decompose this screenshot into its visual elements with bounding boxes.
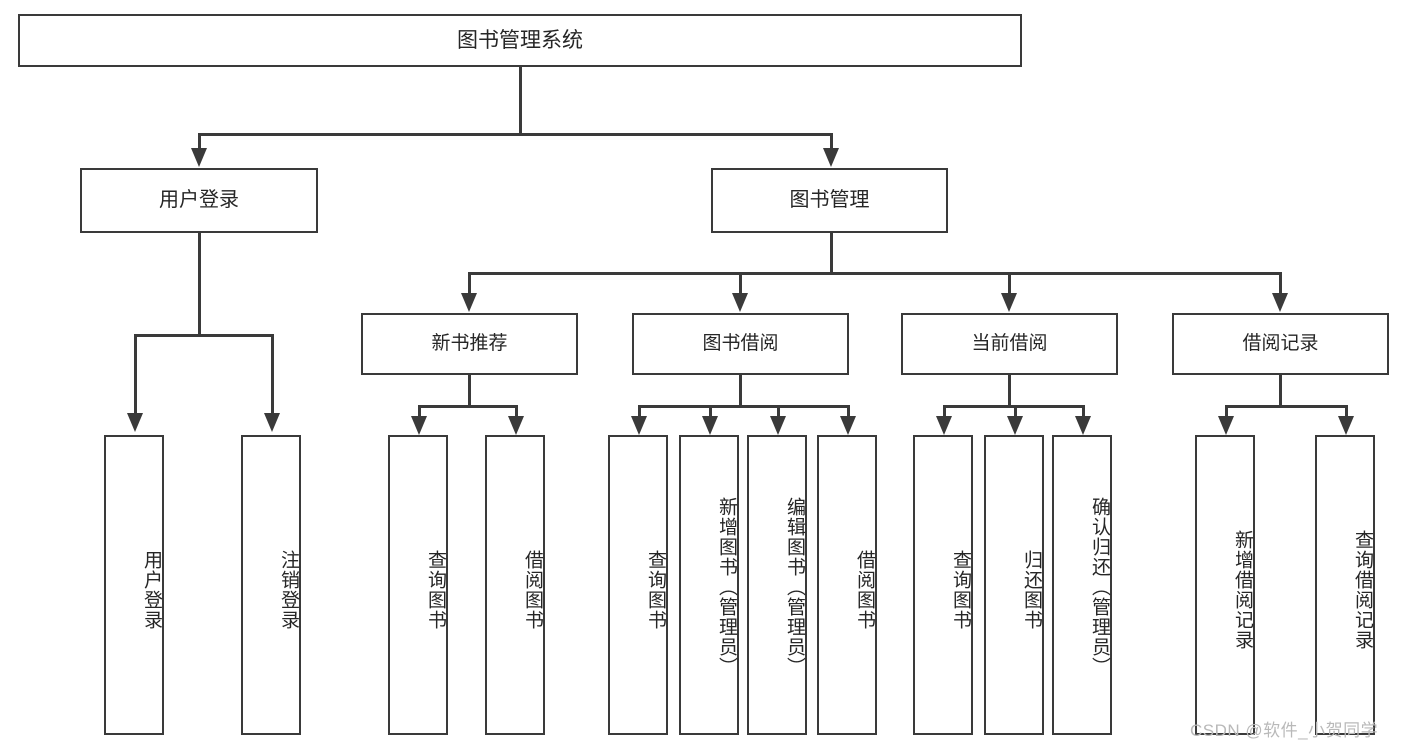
connector-root-to-book-mgmt xyxy=(830,133,833,151)
leaf-query-books-borrow[interactable]: 查询图书 xyxy=(608,435,668,735)
connector-borrow-leaf4 xyxy=(847,405,850,419)
node-new-book-recommend[interactable]: 新书推荐 xyxy=(361,313,578,375)
connector-new-books-bus xyxy=(418,405,517,408)
connector-book-mgmt-to-new-books xyxy=(468,272,471,296)
arrow-current-leaf1 xyxy=(936,416,952,435)
connector-book-mgmt-to-records xyxy=(1279,272,1282,296)
connector-user-login-stem xyxy=(198,233,201,334)
connector-current-bus xyxy=(943,405,1082,408)
leaf-user-login[interactable]: 用户登录 xyxy=(104,435,164,735)
connector-current-stem xyxy=(1008,375,1011,405)
connector-new-books-stem xyxy=(468,375,471,405)
arrow-borrow-leaf3 xyxy=(770,416,786,435)
watermark-csdn: CSDN @软件_小贺同学 xyxy=(1190,721,1379,740)
connector-borrow-leaf3 xyxy=(777,405,780,419)
arrow-new-books-leaf2 xyxy=(508,416,524,435)
connector-root-to-user-login xyxy=(198,133,201,151)
connector-user-login-to-leaf1 xyxy=(134,334,137,416)
arrow-book-mgmt-to-records xyxy=(1272,293,1288,312)
arrow-records-leaf2 xyxy=(1338,416,1354,435)
arrow-book-mgmt-to-borrow xyxy=(732,293,748,312)
connector-records-stem xyxy=(1279,375,1282,405)
connector-records-leaf1 xyxy=(1225,405,1228,419)
arrow-records-leaf1 xyxy=(1218,416,1234,435)
connector-current-leaf3 xyxy=(1082,405,1085,419)
connector-borrow-leaf2 xyxy=(709,405,712,419)
node-book-management[interactable]: 图书管理 xyxy=(711,168,948,233)
arrow-borrow-leaf1 xyxy=(631,416,647,435)
connector-root-stem xyxy=(519,67,522,133)
leaf-query-books-new[interactable]: 查询图书 xyxy=(388,435,448,735)
connector-user-login-bus xyxy=(134,334,273,337)
node-user-login[interactable]: 用户登录 xyxy=(80,168,318,233)
leaf-confirm-return-admin[interactable]: 确认归还（管理员） xyxy=(1052,435,1112,735)
leaf-user-logout[interactable]: 注销登录 xyxy=(241,435,301,735)
leaf-borrow-books[interactable]: 借阅图书 xyxy=(817,435,877,735)
connector-new-books-leaf1 xyxy=(418,405,421,419)
leaf-query-borrow-record[interactable]: 查询借阅记录 xyxy=(1315,435,1375,735)
arrow-borrow-leaf4 xyxy=(840,416,856,435)
connector-current-leaf1 xyxy=(943,405,946,419)
arrow-new-books-leaf1 xyxy=(411,416,427,435)
leaf-add-borrow-record[interactable]: 新增借阅记录 xyxy=(1195,435,1255,735)
connector-user-login-to-leaf2 xyxy=(271,334,274,416)
leaf-query-books-current[interactable]: 查询图书 xyxy=(913,435,973,735)
connector-new-books-leaf2 xyxy=(515,405,518,419)
arrow-book-mgmt-to-current xyxy=(1001,293,1017,312)
leaf-return-books[interactable]: 归还图书 xyxy=(984,435,1044,735)
connector-book-mgmt-bus xyxy=(468,272,1280,275)
node-borrow-records[interactable]: 借阅记录 xyxy=(1172,313,1389,375)
arrow-user-login-to-leaf2 xyxy=(264,413,280,432)
arrow-book-mgmt-to-new-books xyxy=(461,293,477,312)
leaf-edit-book-admin[interactable]: 编辑图书（管理员） xyxy=(747,435,807,735)
connector-borrow-stem xyxy=(739,375,742,405)
arrow-root-to-user-login xyxy=(191,148,207,167)
connector-records-bus xyxy=(1225,405,1345,408)
leaf-borrow-books-new[interactable]: 借阅图书 xyxy=(485,435,545,735)
connector-root-bus xyxy=(198,133,832,136)
arrow-current-leaf2 xyxy=(1007,416,1023,435)
arrow-user-login-to-leaf1 xyxy=(127,413,143,432)
connector-borrow-bus xyxy=(638,405,847,408)
node-book-borrow[interactable]: 图书借阅 xyxy=(632,313,849,375)
arrow-current-leaf3 xyxy=(1075,416,1091,435)
connector-book-mgmt-to-borrow xyxy=(739,272,742,296)
leaf-add-book-admin[interactable]: 新增图书（管理员） xyxy=(679,435,739,735)
node-root-system[interactable]: 图书管理系统 xyxy=(18,14,1022,67)
connector-borrow-leaf1 xyxy=(638,405,641,419)
node-current-borrow[interactable]: 当前借阅 xyxy=(901,313,1118,375)
arrow-root-to-book-mgmt xyxy=(823,148,839,167)
connector-book-mgmt-stem xyxy=(830,233,833,272)
connector-current-leaf2 xyxy=(1014,405,1017,419)
connector-book-mgmt-to-current xyxy=(1008,272,1011,296)
connector-records-leaf2 xyxy=(1345,405,1348,419)
arrow-borrow-leaf2 xyxy=(702,416,718,435)
